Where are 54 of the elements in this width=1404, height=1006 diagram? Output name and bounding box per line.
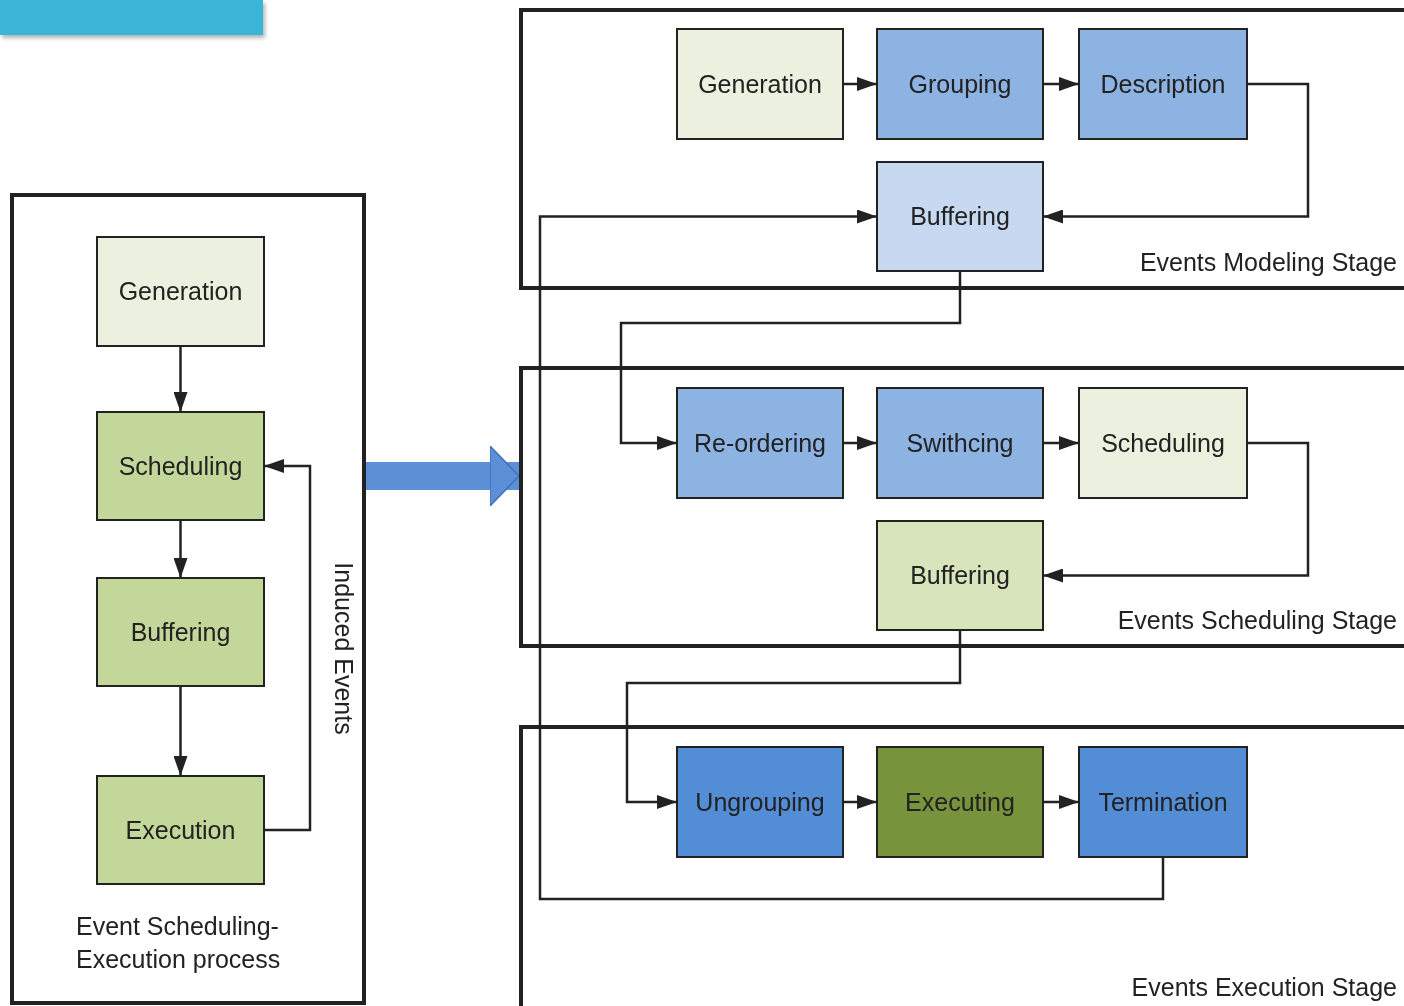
process-box (876, 746, 1044, 858)
stage-frame (10, 193, 366, 1005)
box-label: Scheduling (1101, 427, 1225, 459)
box-label: Re-ordering (694, 427, 826, 459)
process-box (1078, 28, 1248, 140)
process-box (876, 520, 1044, 631)
arrow (1043, 82, 1310, 224)
stage-title: Events Execution Stage (1131, 971, 1397, 1003)
process-box (676, 387, 844, 499)
process-box (676, 746, 844, 858)
stage-frame (519, 8, 1404, 290)
arrow (538, 209, 1165, 901)
arrow (173, 347, 188, 412)
process-box (96, 411, 265, 521)
arrow (173, 687, 188, 776)
process-box (676, 28, 844, 140)
box-label: Buffering (130, 616, 231, 648)
process-box (876, 28, 1044, 140)
box-label: Termination (1098, 786, 1228, 818)
stage-title: Event Scheduling- Execution process (76, 911, 282, 975)
arrow (844, 436, 877, 450)
process-box (1078, 746, 1248, 858)
box-label: Ungrouping (695, 786, 825, 818)
block-arrow (366, 445, 520, 507)
stage-frame (519, 366, 1404, 648)
box-label: Buffering (910, 201, 1010, 233)
box-label: Generation (698, 68, 822, 100)
box-label: Executing (905, 786, 1015, 818)
process-box (876, 387, 1044, 499)
arrow (619, 272, 962, 450)
process-box (96, 577, 265, 687)
process-box (96, 236, 265, 347)
box-label: Grouping (908, 68, 1012, 100)
arrow (264, 459, 312, 832)
arrow (173, 521, 188, 578)
process-box (96, 775, 265, 885)
box-label: Generation (118, 276, 243, 308)
box-label: Buffering (910, 560, 1010, 592)
stage-title: Events Modeling Stage (1139, 246, 1397, 278)
arrow (1044, 77, 1079, 91)
arrow (625, 631, 962, 809)
box-label: Scheduling (118, 450, 243, 482)
process-box (1078, 387, 1248, 499)
arrow (1044, 795, 1079, 809)
box-label: Swithcing (906, 427, 1014, 459)
stage-title: Events Scheduling Stage (1117, 604, 1397, 636)
arrow (1043, 441, 1310, 583)
process-box (876, 161, 1044, 272)
arrow (1044, 436, 1079, 450)
stage-frame (519, 725, 1404, 1006)
arrow (844, 795, 877, 809)
box-label: Execution (125, 814, 236, 846)
arrow (844, 77, 877, 91)
box-label: Description (1100, 68, 1226, 100)
